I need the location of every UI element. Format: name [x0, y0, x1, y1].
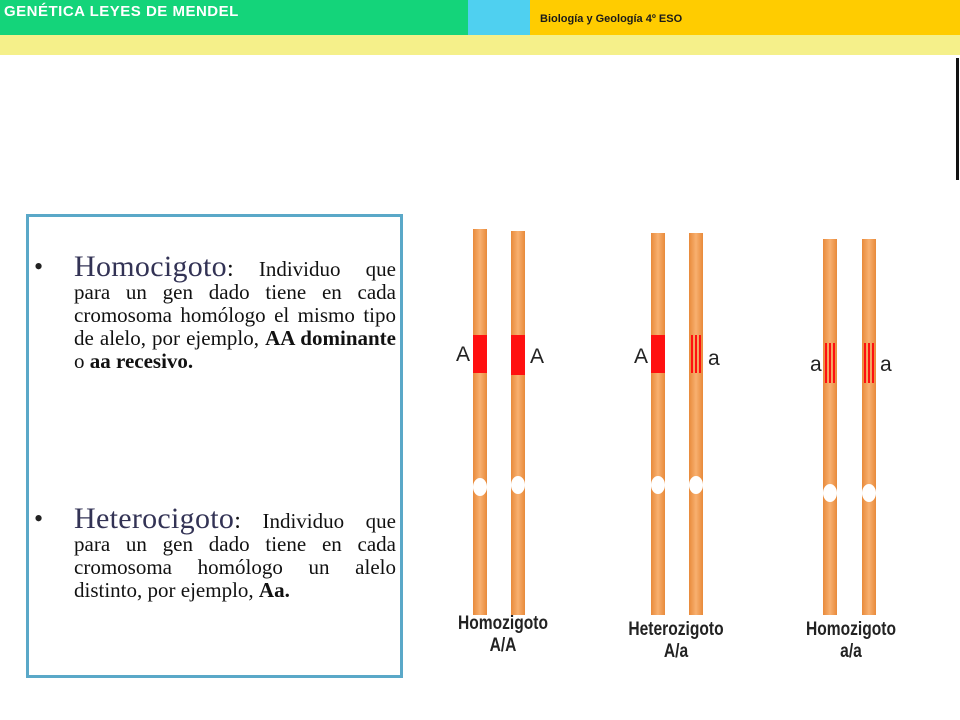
term-homocigoto: Homocigoto: [74, 250, 227, 283]
example-recessive: aa recesivo.: [89, 349, 194, 373]
definitions-box: • Homocigoto: Individuo que para un gen …: [26, 214, 403, 678]
centromere: [823, 484, 837, 502]
caption-homozygous-recessive: Homozigoto a/a: [805, 619, 896, 662]
bullet: •: [34, 504, 44, 533]
chromosome: [689, 233, 703, 615]
caption-homozygous-dominant: Homozigoto A/A: [457, 613, 548, 656]
centromere: [862, 484, 876, 502]
dominant-allele-band: [651, 335, 665, 373]
header-strip: [0, 35, 960, 55]
definition-text: Individuo que para un gen dado tiene en …: [74, 257, 396, 350]
centromere: [511, 476, 525, 494]
dominant-allele-band: [473, 335, 487, 373]
chromosome-pair-heterozygous: [651, 233, 703, 615]
bullet: •: [34, 252, 44, 281]
definition-homocigoto: • Homocigoto: Individuo que para un gen …: [34, 250, 396, 373]
centromere: [473, 478, 487, 496]
definition-heterocigoto: • Heterocigoto: Individuo que para un ge…: [34, 502, 396, 602]
dominant-allele-band: [511, 335, 525, 375]
centromere: [651, 476, 665, 494]
chromosome: [862, 239, 876, 615]
header-subtitle: Biología y Geología 4º ESO: [540, 13, 683, 25]
definition-text: Individuo que para un gen dado tiene en …: [74, 509, 396, 602]
centromere: [689, 476, 703, 494]
term-heterocigoto: Heterocigoto: [74, 502, 235, 535]
recessive-allele-stripes: [825, 343, 835, 383]
allele-label: A: [530, 345, 545, 368]
header-green-band: GENÉTICA LEYES DE MENDEL: [0, 0, 468, 35]
header-cyan-block: [468, 0, 530, 35]
chromosome-pair-homozygous-recessive: [823, 239, 876, 615]
chromosome-pair-homozygous-dominant: [473, 229, 525, 615]
header-title: GENÉTICA LEYES DE MENDEL: [4, 3, 239, 20]
chromosome: [473, 229, 487, 615]
chromosome: [651, 233, 665, 615]
example-dominant: AA dominante: [265, 326, 396, 350]
example-heterozygous: Aa.: [258, 578, 290, 602]
allele-label: a: [880, 353, 892, 376]
allele-label: A: [634, 345, 649, 368]
recessive-allele-stripes: [691, 335, 701, 373]
allele-label: A: [456, 343, 471, 366]
chromosome: [511, 231, 525, 615]
allele-label: a: [810, 353, 822, 376]
chromosome: [823, 239, 837, 615]
chromosome-diagram: [473, 229, 876, 615]
chromosome-figure: A A A a a a Homozigoto A/A Heterozigoto …: [420, 215, 940, 675]
recessive-allele-stripes: [864, 343, 874, 383]
header-yellow-band: Biología y Geología 4º ESO: [530, 0, 960, 35]
right-edge-line: [956, 58, 959, 180]
allele-label: a: [708, 347, 720, 370]
caption-heterozygous: Heterozigoto A/a: [628, 619, 724, 662]
